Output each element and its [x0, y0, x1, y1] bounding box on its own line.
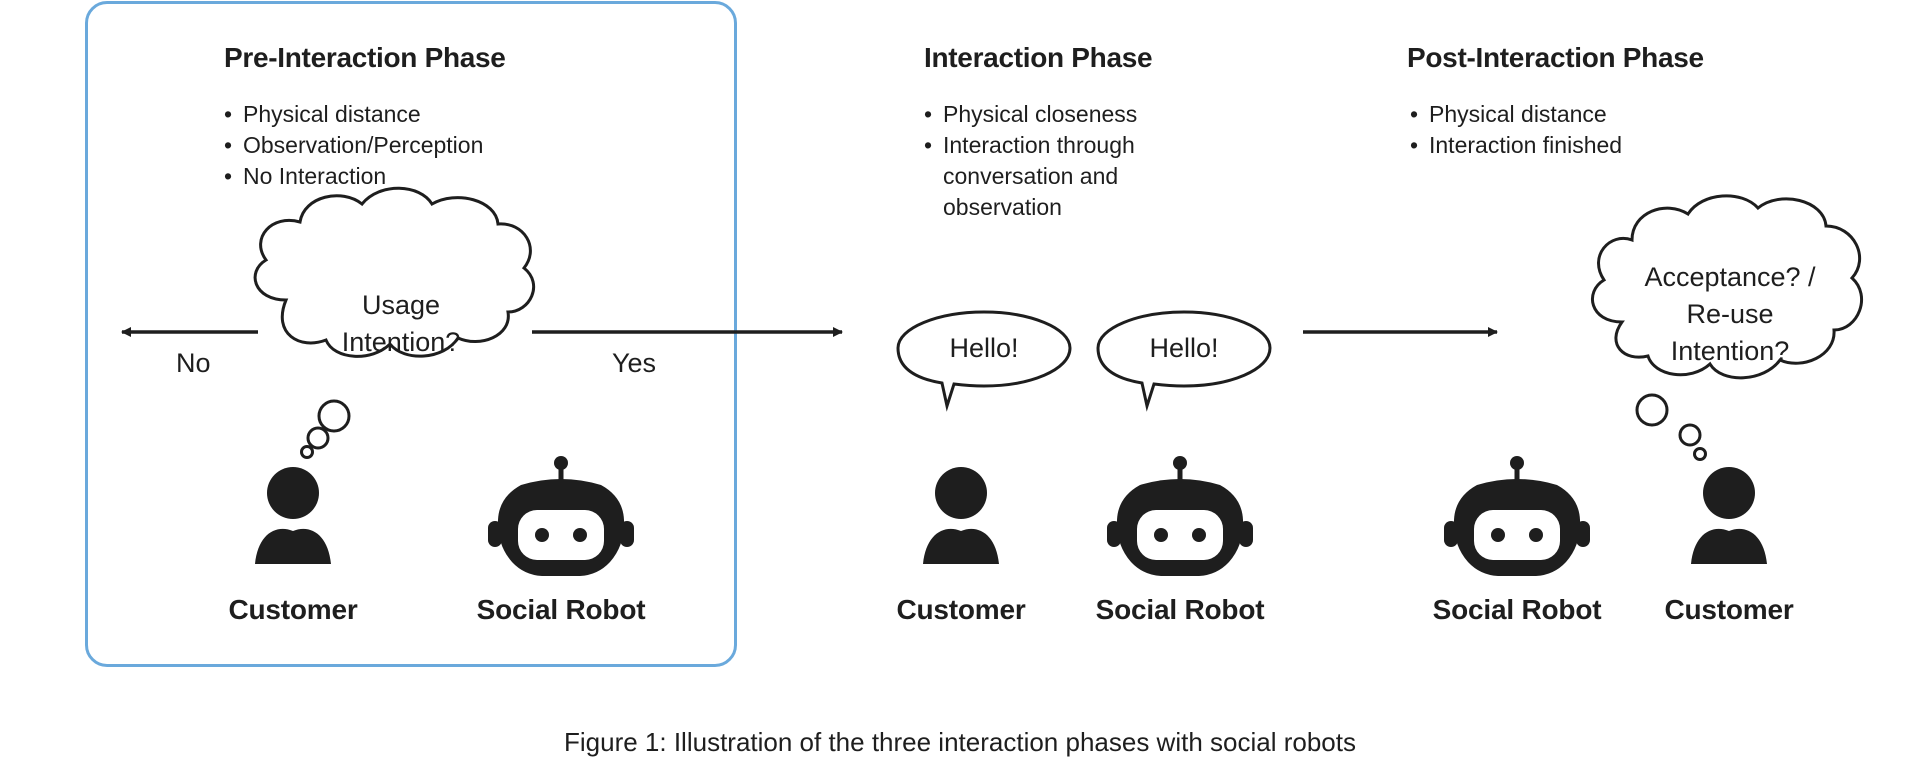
post-thought-cloud — [1590, 194, 1863, 461]
yes-label: Yes — [612, 348, 657, 378]
post-thought-text: Acceptance? / Re-use Intention? — [1630, 259, 1830, 370]
bullet-item: Physical distance — [1410, 99, 1622, 130]
pre-thought-text: Usage Intention? — [316, 287, 486, 361]
social-robot-label: Social Robot — [1095, 594, 1265, 625]
interaction-title: Interaction Phase — [924, 42, 1153, 73]
thought-line: Intention? — [1670, 336, 1790, 366]
bullet-item: Interaction through — [924, 130, 1137, 161]
bullet-continuation: observation — [943, 194, 1062, 220]
robot-icon — [1107, 456, 1253, 576]
figure-caption: Figure 1: Illustration of the three inte… — [564, 727, 1356, 757]
robot-icon — [1444, 456, 1590, 576]
post-interaction-title: Post-Interaction Phase — [1407, 42, 1704, 73]
post-interaction-bullets: Physical distance Interaction finished — [1410, 99, 1622, 161]
customer-label: Customer — [896, 594, 1026, 625]
social-robot-label: Social Robot — [1432, 594, 1602, 625]
customer-label: Customer — [1664, 594, 1794, 625]
customer-speech-bubble — [896, 310, 1072, 412]
thought-line: Intention? — [341, 327, 461, 357]
thought-line: Acceptance? / — [1644, 262, 1816, 292]
customer-speech-text: Hello! — [949, 333, 1019, 363]
thought-line: Re-use — [1686, 299, 1774, 329]
customer-icon — [1691, 467, 1767, 564]
bullet-item: Physical distance — [224, 99, 483, 130]
pre-interaction-frame — [85, 1, 737, 667]
bullet-item: Physical closeness — [924, 99, 1137, 130]
robot-icon — [488, 456, 634, 576]
robot-speech-bubble — [1096, 310, 1272, 412]
social-robot-label: Social Robot — [476, 594, 646, 625]
pre-interaction-title: Pre-Interaction Phase — [224, 42, 506, 73]
bullet-item: No Interaction — [224, 161, 483, 192]
customer-icon — [923, 467, 999, 564]
bullet-continuation: conversation and — [943, 163, 1119, 189]
customer-icon — [255, 467, 331, 564]
robot-speech-text: Hello! — [1149, 333, 1219, 363]
pre-thought-cloud — [253, 186, 536, 459]
no-label: No — [176, 348, 211, 378]
bullet-item: Interaction finished — [1410, 130, 1622, 161]
bullet-item: Observation/Perception — [224, 130, 483, 161]
interaction-bullets: Physical closeness Interaction through c… — [924, 99, 1137, 223]
pre-interaction-bullets: Physical distance Observation/Perception… — [224, 99, 483, 192]
thought-line: Usage — [361, 290, 441, 320]
customer-label: Customer — [228, 594, 358, 625]
